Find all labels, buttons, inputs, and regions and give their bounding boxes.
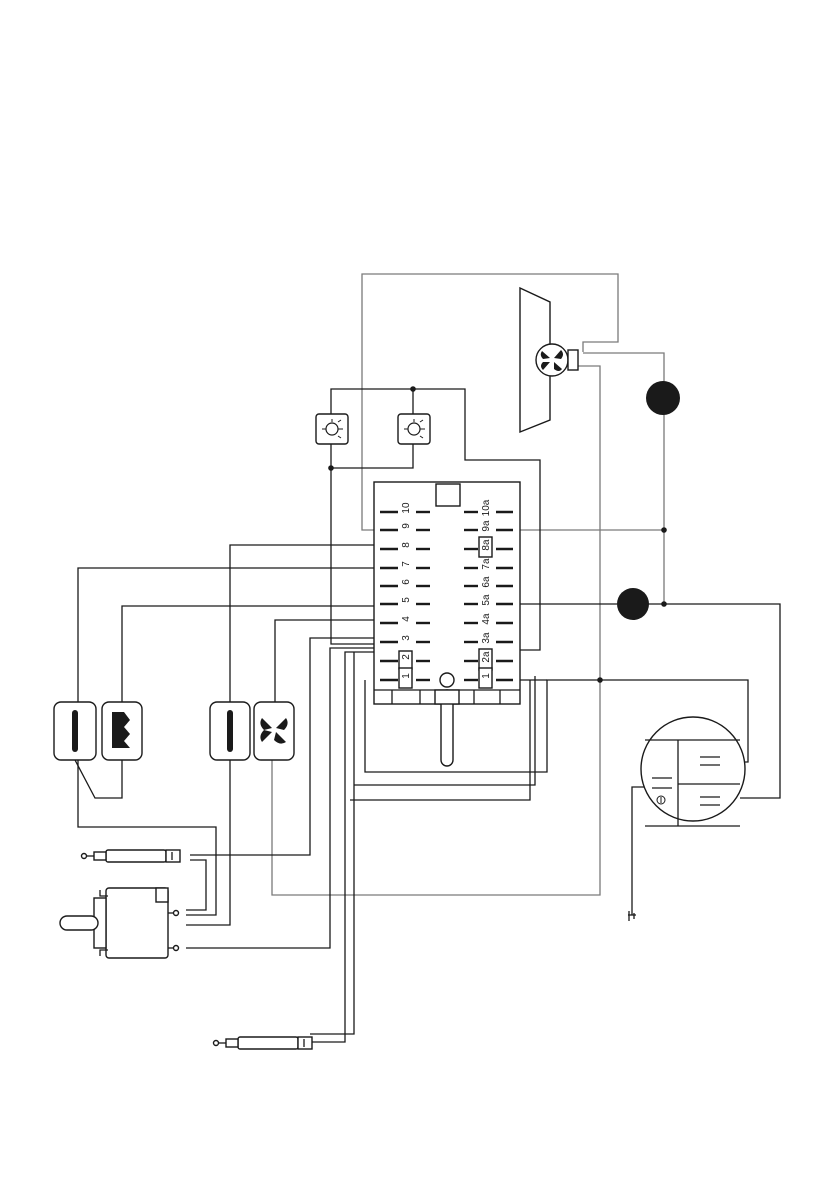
wire-grill-bottom — [75, 760, 122, 798]
oven-lamp-1 — [82, 850, 181, 862]
toggle-switch — [60, 888, 179, 958]
selector-tab — [436, 484, 460, 506]
fan-connector — [568, 350, 578, 370]
element-bar-icon — [227, 710, 233, 752]
wire-upper-bottom — [186, 760, 230, 925]
selector-body — [374, 482, 520, 704]
indicator-lamp-2 — [617, 588, 649, 620]
right-terminal-label: 10a — [481, 499, 492, 516]
wire-3c — [310, 652, 381, 1042]
selector-knob — [440, 673, 454, 687]
right-terminal-label: 4a — [481, 613, 492, 625]
junction-dot — [328, 465, 334, 471]
grill-element — [102, 702, 142, 760]
wire-lamp1-switch — [186, 860, 206, 910]
left-terminal-label: 3 — [401, 635, 412, 641]
right-terminal-label: 8a — [481, 539, 492, 551]
junction-dot — [661, 527, 667, 533]
lower-heating-element — [54, 702, 96, 760]
left-terminal-label: 1 — [401, 673, 412, 679]
element-bar-icon — [72, 710, 78, 752]
left-terminal-label: 9 — [401, 523, 412, 529]
terminal-block — [641, 717, 745, 826]
lamp-icon — [82, 854, 87, 859]
left-terminal-label: 10 — [401, 502, 412, 514]
left-terminal-label: 5 — [401, 597, 412, 603]
junction-dot — [661, 601, 667, 607]
right-terminal-label: 3a — [481, 632, 492, 644]
lamp-icon — [214, 1041, 219, 1046]
left-terminal-label: 8 — [401, 542, 412, 548]
upper-heating-element — [210, 702, 250, 760]
right-terminal-label: 9a — [481, 520, 492, 532]
junction-dot — [410, 386, 416, 392]
left-terminal-label: 7 — [401, 561, 412, 567]
terminal-block-icon — [641, 717, 745, 821]
thermostat-2 — [398, 414, 430, 444]
junction-dot — [597, 677, 603, 683]
wire-thermo2-out — [331, 444, 413, 468]
fan-motor-circle — [536, 344, 568, 376]
selector-collar — [435, 690, 459, 704]
left-terminal-label: 2 — [401, 654, 412, 660]
selector-switch: 10 9 8 7 6 5 4 3 2 1 10a 9a 8a 7a 6a 5a 4a 3a 2a 1 — [374, 482, 520, 766]
right-terminal-label: 7a — [481, 558, 492, 570]
oven-lamp-2 — [214, 1037, 313, 1049]
wire-lamp2-a — [310, 652, 354, 1034]
left-terminal-label: 4 — [401, 616, 412, 622]
left-terminal-label: 6 — [401, 579, 412, 585]
indicator-lamp-1 — [646, 381, 680, 415]
right-terminal-label: 2a — [481, 651, 492, 663]
right-terminal-label: 5a — [481, 594, 492, 606]
fan-motor — [520, 288, 578, 432]
right-terminal-label: 6a — [481, 576, 492, 588]
right-terminal-label: 1 — [481, 673, 492, 679]
fan-element — [254, 702, 294, 760]
wire-3b — [186, 648, 381, 948]
switch-icon — [174, 911, 179, 916]
thermostat-1 — [316, 414, 348, 444]
